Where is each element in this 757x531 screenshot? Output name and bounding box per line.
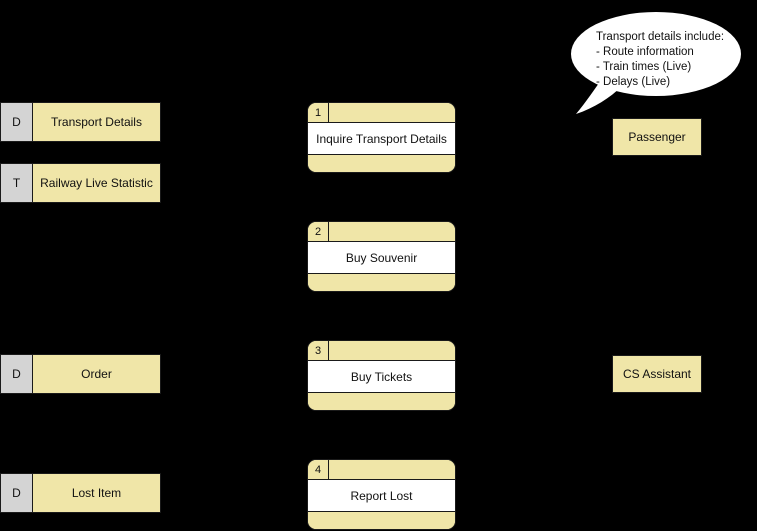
datastore-label: Railway Live Statistic bbox=[40, 176, 153, 190]
process-number: 3 bbox=[308, 341, 329, 360]
process-footer bbox=[308, 274, 455, 291]
datastore-key-letter: D bbox=[1, 355, 33, 393]
datastore-key-letter: D bbox=[1, 103, 33, 141]
process-number: 1 bbox=[308, 103, 329, 122]
process-inquire-transport-details[interactable]: 1 Inquire Transport Details bbox=[307, 102, 456, 173]
process-buy-tickets[interactable]: 3 Buy Tickets bbox=[307, 340, 456, 411]
entity-passenger[interactable]: Passenger bbox=[612, 118, 702, 156]
process-footer bbox=[308, 155, 455, 172]
annotation-text: Transport details include: - Route infor… bbox=[596, 31, 725, 88]
datastore-label: Order bbox=[81, 367, 112, 381]
process-label: Report Lost bbox=[308, 480, 455, 512]
datastore-transport-details[interactable]: D Transport Details bbox=[0, 102, 161, 142]
process-header-fill bbox=[329, 460, 455, 479]
process-label: Buy Tickets bbox=[308, 361, 455, 393]
process-report-lost[interactable]: 4 Report Lost bbox=[307, 459, 456, 530]
speech-bubble-shape bbox=[571, 12, 741, 114]
datastore-order[interactable]: D Order bbox=[0, 354, 161, 394]
process-number: 4 bbox=[308, 460, 329, 479]
process-header: 1 bbox=[308, 103, 455, 123]
process-footer bbox=[308, 512, 455, 529]
datastore-key-letter: T bbox=[1, 164, 33, 202]
datastore-railway-live-statistic[interactable]: T Railway Live Statistic bbox=[0, 163, 161, 203]
process-header-fill bbox=[329, 103, 455, 122]
datastore-label: Lost Item bbox=[71, 486, 122, 500]
annotation-speech-bubble[interactable]: Transport details include: - Route infor… bbox=[568, 10, 746, 122]
process-number: 2 bbox=[308, 222, 329, 241]
process-label: Inquire Transport Details bbox=[308, 123, 455, 155]
process-label: Buy Souvenir bbox=[308, 242, 455, 274]
process-footer bbox=[308, 393, 455, 410]
datastore-key-letter: D bbox=[1, 474, 33, 512]
process-header: 3 bbox=[308, 341, 455, 361]
process-header-fill bbox=[329, 222, 455, 241]
datastore-lost-item[interactable]: D Lost Item bbox=[0, 473, 161, 513]
entity-cs-assistant[interactable]: CS Assistant bbox=[612, 355, 702, 393]
datastore-label: Transport Details bbox=[51, 115, 142, 129]
process-header: 4 bbox=[308, 460, 455, 480]
process-buy-souvenir[interactable]: 2 Buy Souvenir bbox=[307, 221, 456, 292]
process-header-fill bbox=[329, 341, 455, 360]
process-header: 2 bbox=[308, 222, 455, 242]
